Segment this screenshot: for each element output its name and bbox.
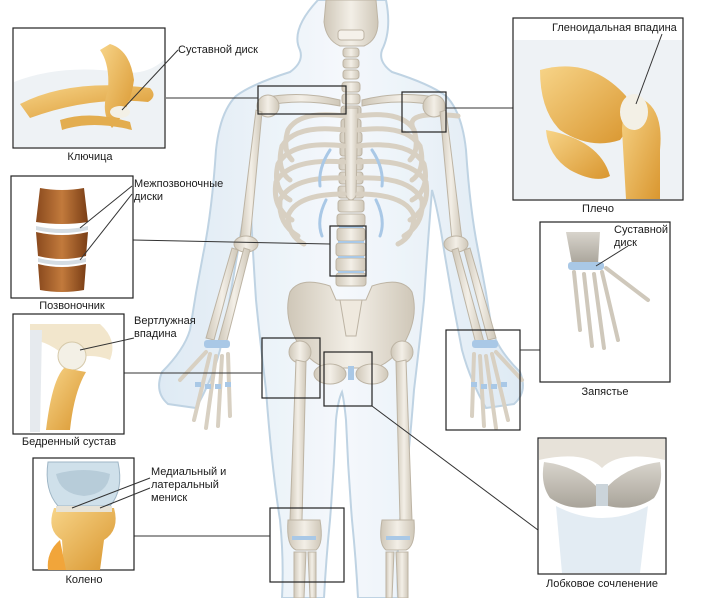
clavicle-box: [257, 85, 347, 115]
shoulder-caption: Плечо: [582, 203, 614, 215]
glenoid-label: Гленоидальная впадина: [552, 22, 677, 34]
intervertebral-label-line2: диски: [134, 191, 164, 203]
highlight-boxes: [257, 85, 521, 583]
meniscus-label-line2: латеральный: [151, 479, 219, 491]
knee-box: [269, 507, 345, 583]
shoulder-box: [401, 91, 447, 133]
wrist-disc-label-line1: Суставной: [614, 224, 669, 236]
meniscus-label-line1: Медиальный и: [151, 466, 227, 478]
intervertebral-label-line1: Межпозвоночные: [134, 178, 224, 190]
knee-caption: Колено: [65, 574, 103, 586]
leader-lines: [124, 97, 540, 537]
wrist-caption: Запястье: [581, 386, 629, 398]
spine-box: [329, 225, 367, 277]
pubic-box: [323, 351, 373, 407]
meniscus-label-line3: мениск: [151, 492, 188, 504]
pubic-caption: Лобковое сочленение: [546, 578, 658, 590]
wrist-box: [445, 329, 521, 431]
acetabulum-label-line2: впадина: [134, 328, 177, 340]
inset-clavicle: [12, 27, 179, 149]
clavicle-caption: Ключица: [67, 151, 113, 163]
spine-caption: Позвоночник: [39, 300, 105, 312]
articular-disc-label-clavicle: Суставной диск: [178, 44, 258, 56]
inset-pubic: [537, 437, 667, 575]
acetabulum-label-line1: Вертлужная: [134, 315, 196, 327]
inset-hip: [12, 313, 135, 435]
inset-wrist: [539, 221, 671, 383]
inset-shoulder: [512, 17, 684, 201]
hip-box: [261, 337, 321, 399]
wrist-disc-label-line2: диск: [614, 237, 637, 249]
hip-joint-caption: Бедренный сустав: [21, 436, 117, 448]
inset-knee: [32, 457, 151, 571]
inset-spine: [10, 175, 134, 299]
